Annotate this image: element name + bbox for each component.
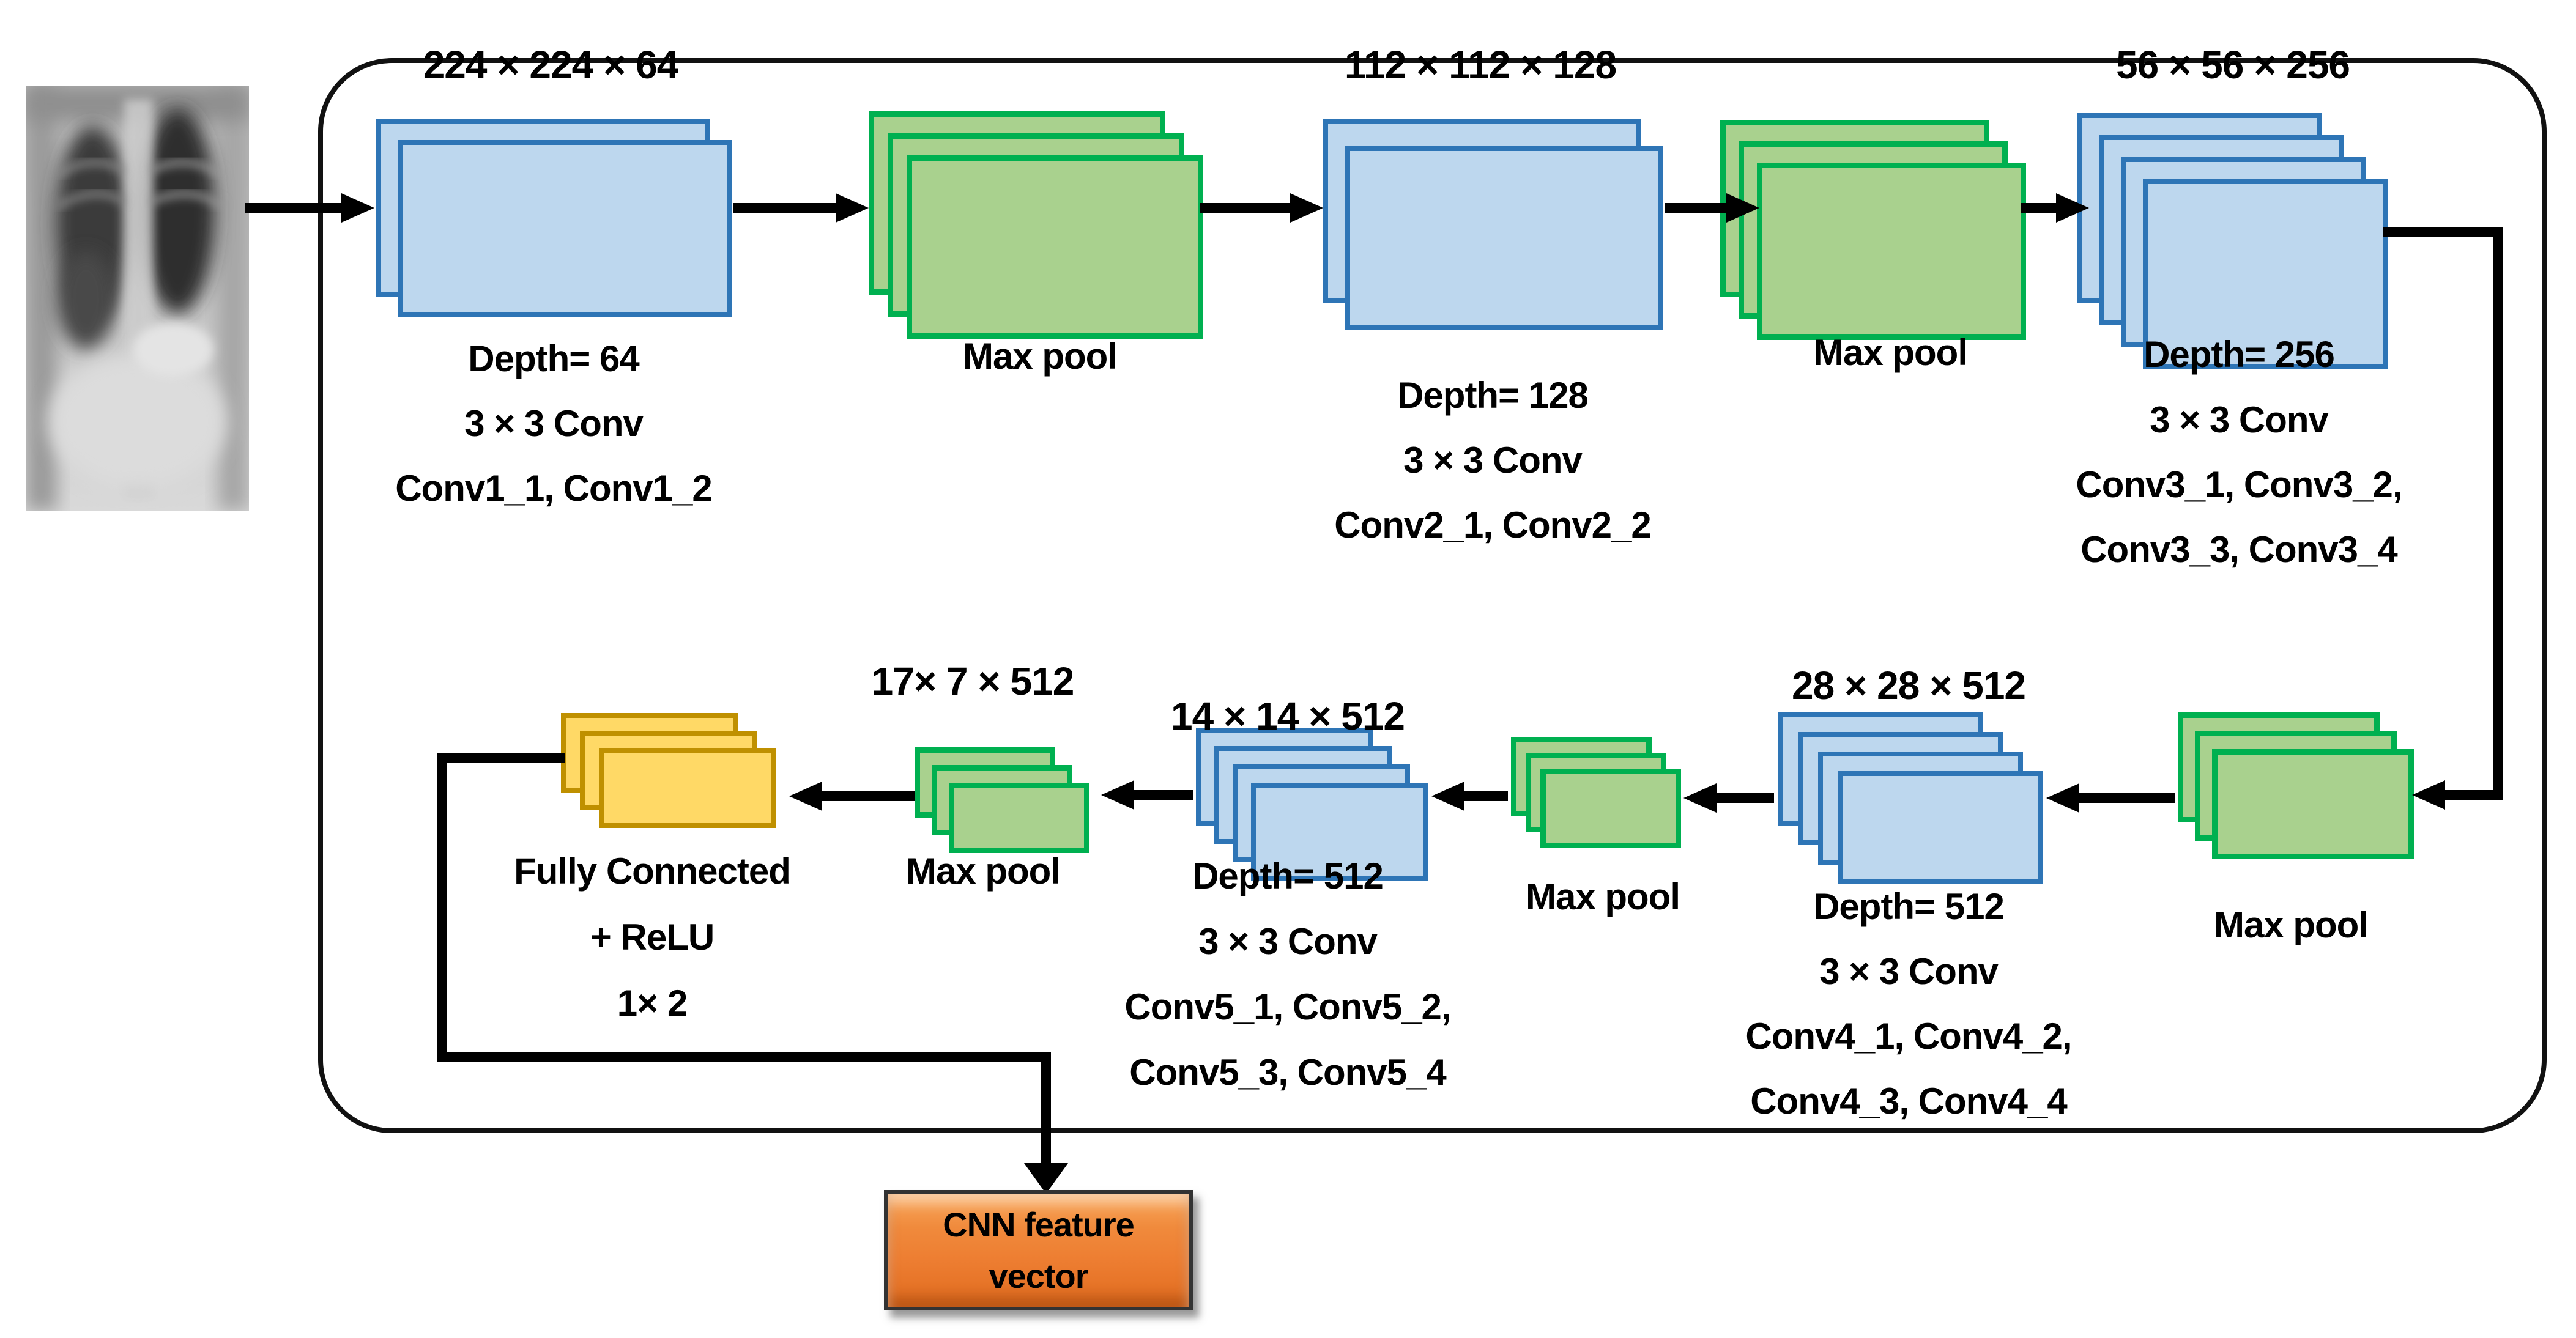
conv3-names1-label: Conv3_1, Conv3_2, (2076, 464, 2402, 505)
conv1-dims-label: 224 × 224 × 64 (423, 43, 679, 87)
output-label-line1: CNN feature (943, 1205, 1135, 1244)
maxpool3-label: Max pool (2213, 904, 2369, 945)
conv4-names1-label: Conv4_1, Conv4_2, (1745, 1016, 2072, 1057)
conv4-depth-label: Depth= 512 (1813, 886, 2005, 927)
maxpool1-label: Max pool (962, 336, 1118, 377)
chest-xray-image (26, 86, 249, 511)
pool-layer (907, 155, 1203, 339)
output-label-line2: vector (989, 1256, 1088, 1295)
conv3-depth-label: Depth= 256 (2144, 334, 2335, 375)
conv5-kernel-label: 3 × 3 Conv (1198, 921, 1378, 962)
conv5-dims-label: 14 × 14 × 512 (1170, 694, 1405, 738)
conv3-dims-label: 56 × 56 × 256 (2115, 43, 2350, 87)
conv4-kernel-label: 3 × 3 Conv (1819, 951, 1999, 992)
conv2-kernel-label: 3 × 3 Conv (1403, 440, 1583, 481)
conv1-depth-label: Depth= 64 (468, 338, 639, 379)
conv-layer (1345, 146, 1663, 330)
network-frame (318, 58, 2547, 1133)
conv5-names2-label: Conv5_3, Conv5_4 (1129, 1052, 1447, 1093)
conv-layer (398, 140, 732, 317)
conv3-kernel-label: 3 × 3 Conv (2150, 399, 2329, 440)
conv-layer (1251, 783, 1428, 881)
conv1-names-label: Conv1_1, Conv1_2 (395, 468, 713, 509)
pool-layer (2212, 749, 2414, 859)
conv4-names2-label: Conv4_3, Conv4_4 (1750, 1081, 2068, 1122)
cnn-feature-vector-box: CNN feature vector (884, 1190, 1193, 1310)
conv5-depth-label: Depth= 512 (1192, 856, 1384, 896)
pool-layer (949, 783, 1089, 853)
fc-label-line2: + ReLU (590, 917, 715, 958)
conv5-names1-label: Conv5_1, Conv5_2, (1124, 986, 1451, 1027)
conv-layer (2143, 179, 2388, 369)
conv4-dims-label: 28 × 28 × 512 (1791, 663, 2026, 708)
fc-label-line1: Fully Connected (514, 851, 791, 892)
conv1-kernel-label: 3 × 3 Conv (464, 403, 644, 444)
conv2-dims-label: 112 × 112 × 128 (1344, 43, 1617, 87)
maxpool2-label: Max pool (1813, 332, 1968, 373)
pool-layer (1757, 163, 2026, 340)
maxpool5-label: Max pool (905, 851, 1061, 892)
fc-label-line3: 1× 2 (617, 983, 688, 1024)
conv2-depth-label: Depth= 128 (1397, 375, 1589, 416)
maxpool5-dims-label: 17× 7 × 512 (871, 659, 1075, 703)
fc-layer (599, 748, 776, 828)
maxpool4-label: Max pool (1525, 876, 1680, 917)
conv-layer (1838, 771, 2043, 884)
conv2-names-label: Conv2_1, Conv2_2 (1334, 505, 1652, 545)
pool-layer (1540, 769, 1681, 848)
conv3-names2-label: Conv3_3, Conv3_4 (2080, 529, 2398, 570)
